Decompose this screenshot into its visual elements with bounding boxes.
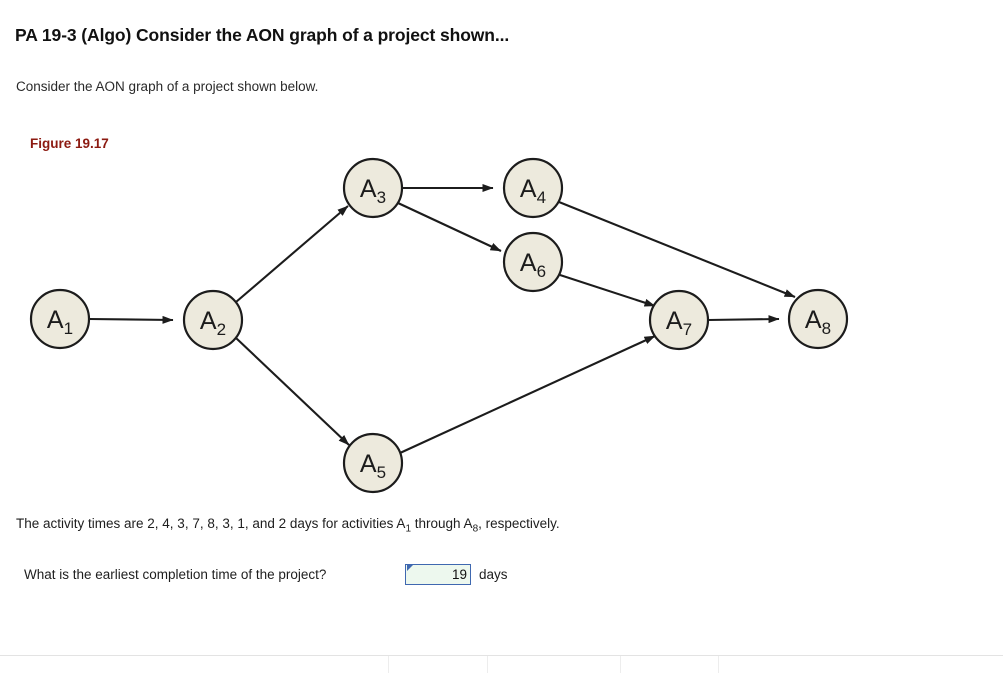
svg-text:A5: A5 <box>360 450 386 482</box>
footer-tick-2 <box>487 656 488 673</box>
node-a1-subscript: 1 <box>64 319 73 338</box>
footer-divider <box>0 655 1003 656</box>
svg-text:A7: A7 <box>666 307 692 339</box>
edge-a5-a7 <box>399 335 656 454</box>
node-a4: A4 <box>502 157 564 219</box>
node-a2-subscript: 2 <box>217 320 226 339</box>
footer-tick-3 <box>620 656 621 673</box>
edge-a2-a3 <box>235 205 349 303</box>
figure-label: Figure 19.17 <box>30 136 109 151</box>
node-a6-letter: A <box>520 249 537 277</box>
answer-input-wrapper <box>405 564 471 585</box>
answer-prompt-label: What is the earliest completion time of … <box>24 567 327 582</box>
node-a8-letter: A <box>805 306 822 334</box>
node-a5-letter: A <box>360 450 377 478</box>
edge-a1-a2 <box>88 315 174 324</box>
node-a8-subscript: 8 <box>822 319 831 338</box>
edge-a4-a8 <box>558 201 796 298</box>
node-a5: A5 <box>342 432 404 494</box>
answer-units-label: days <box>479 567 508 582</box>
node-a5-subscript: 5 <box>377 463 386 482</box>
node-a2: A2 <box>182 289 244 351</box>
node-a7-subscript: 7 <box>683 320 692 339</box>
node-a3: A3 <box>342 157 404 219</box>
node-a8: A8 <box>787 288 849 350</box>
svg-text:A3: A3 <box>360 175 386 207</box>
activity-times-sub-last: 8 <box>472 523 479 535</box>
node-a3-letter: A <box>360 175 377 203</box>
edge-a6-a7 <box>559 274 656 307</box>
answer-input[interactable] <box>405 564 471 585</box>
svg-text:A1: A1 <box>47 306 73 338</box>
page-title: PA 19-3 (Algo) Consider the AON graph of… <box>15 25 510 45</box>
edge-a2-a5 <box>235 337 350 446</box>
node-a6: A6 <box>502 231 564 293</box>
edge-a7-a8 <box>707 315 780 324</box>
answer-row: What is the earliest completion time of … <box>24 564 584 590</box>
activity-times-text: The activity times are 2, 4, 3, 7, 8, 3,… <box>16 516 560 535</box>
node-a3-subscript: 3 <box>377 188 386 207</box>
activity-times-middle: through A <box>411 516 473 531</box>
diagram-edges <box>88 184 796 454</box>
node-a7-letter: A <box>666 307 683 335</box>
svg-text:A2: A2 <box>200 307 226 339</box>
diagram-nodes: A1 A2 A3 A4 <box>29 157 849 494</box>
svg-text:A8: A8 <box>805 306 831 338</box>
node-a6-subscript: 6 <box>537 262 546 281</box>
edge-a3-a6 <box>397 202 502 252</box>
node-a4-letter: A <box>520 175 537 203</box>
aon-network-diagram: A1 A2 A3 A4 <box>29 157 849 494</box>
intro-text: Consider the AON graph of a project show… <box>16 79 319 94</box>
activity-times-sub-first: 1 <box>405 523 411 535</box>
svg-text:A4: A4 <box>520 175 546 207</box>
footer-tick-1 <box>388 656 389 673</box>
node-a2-letter: A <box>200 307 217 335</box>
node-a1: A1 <box>29 288 91 350</box>
svg-text:A6: A6 <box>520 249 546 281</box>
node-a7: A7 <box>648 289 710 351</box>
node-a1-letter: A <box>47 306 64 334</box>
footer-tick-4 <box>718 656 719 673</box>
activity-times-prefix: The activity times are 2, 4, 3, 7, 8, 3,… <box>16 516 406 531</box>
node-a4-subscript: 4 <box>537 188 546 207</box>
activity-times-suffix: , respectively. <box>478 516 560 531</box>
